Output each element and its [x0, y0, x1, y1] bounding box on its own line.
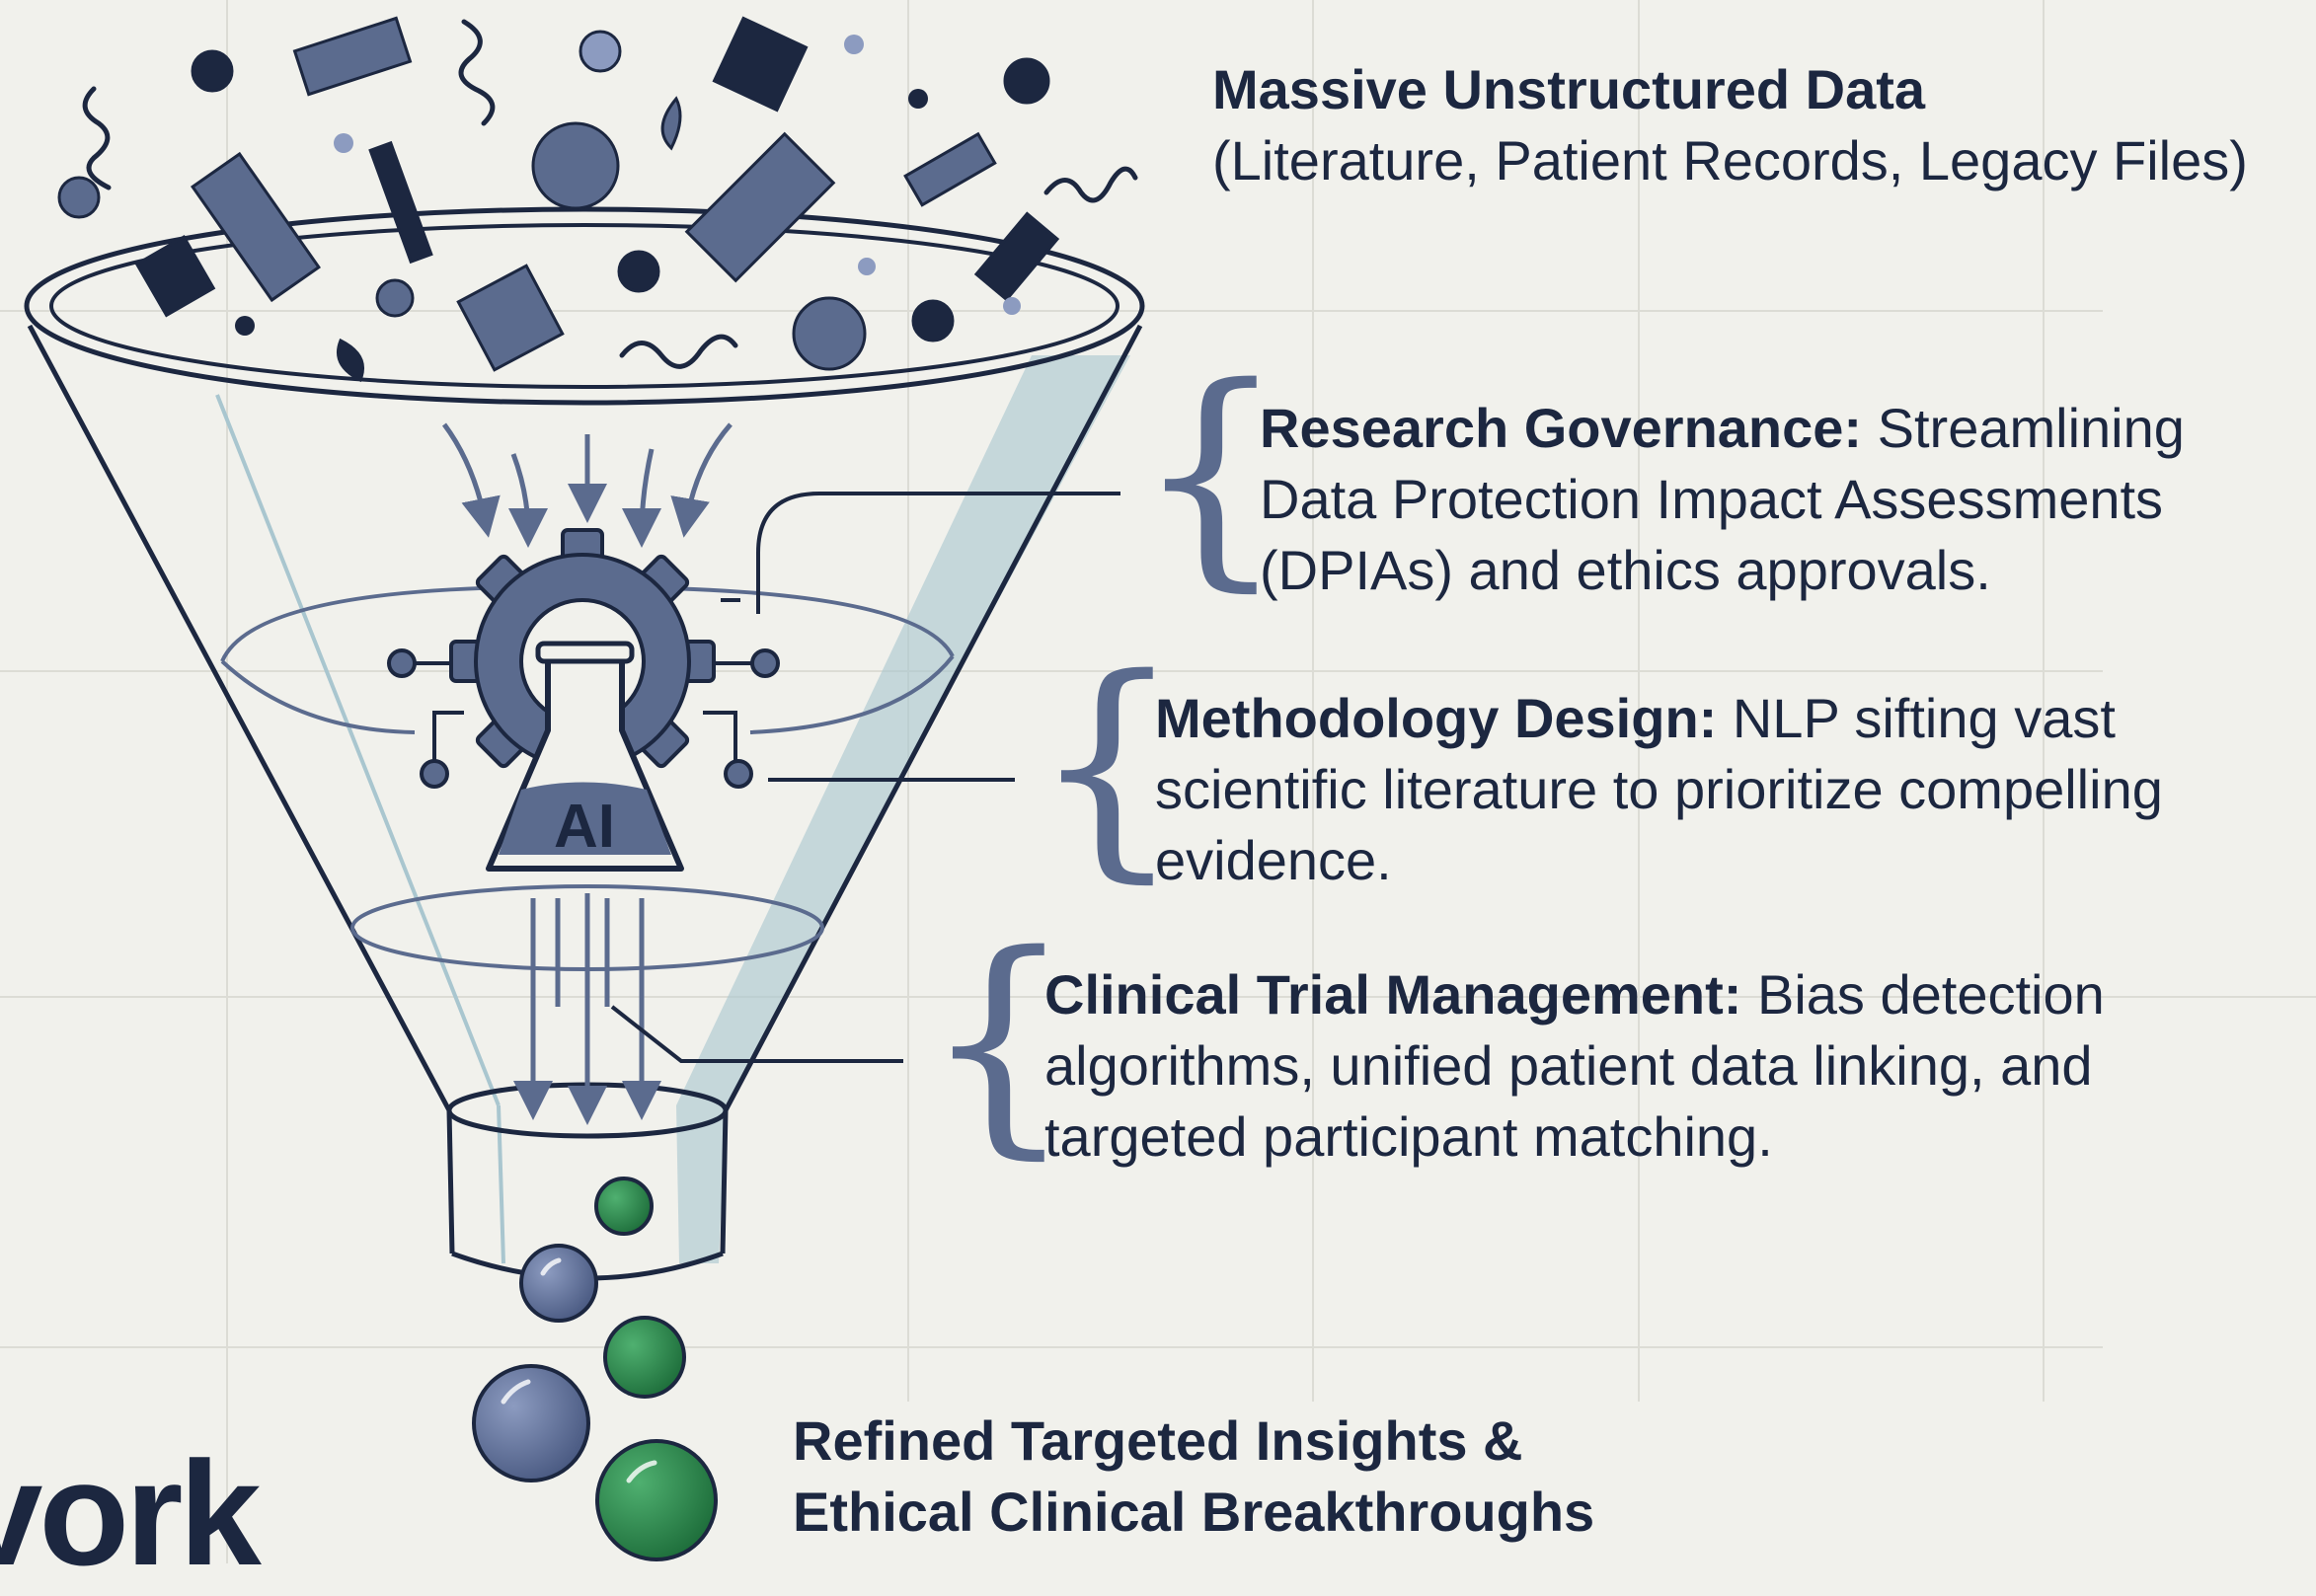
- circuit-node-icon: [387, 648, 780, 789]
- background-grid: [0, 0, 2316, 1563]
- flask-ai-label: AI: [554, 793, 615, 861]
- partial-title-fragment: vork: [0, 1430, 262, 1596]
- stage-heading: Methodology Design:: [1155, 687, 1718, 749]
- brace-icon: {: [923, 903, 1074, 1179]
- output-line-2: Ethical Clinical Breakthroughs: [793, 1481, 1595, 1543]
- stage-clinical-trial-management: Clinical Trial Management: Bias detectio…: [1044, 959, 2200, 1173]
- flask-icon: AI: [486, 641, 684, 872]
- brace-icon: {: [1135, 336, 1286, 612]
- funnel-glass-highlight: [676, 355, 1130, 1105]
- scattered-data-shapes: [57, 16, 1060, 383]
- data-sphere-icon: [472, 1177, 718, 1561]
- stage-description: Streamlining Data Protection Impact Asse…: [1260, 397, 2185, 601]
- stage-heading: Clinical Trial Management:: [1044, 963, 1742, 1026]
- stage-research-governance: Research Governance: Streamlining Data P…: [1260, 393, 2257, 606]
- output-line-1: Refined Targeted Insights &: [793, 1409, 1523, 1472]
- stage-methodology-design: Methodology Design: NLP sifting vast sci…: [1155, 683, 2261, 896]
- input-title: Massive Unstructured Data: [1212, 58, 1926, 120]
- funnel-icon: [24, 206, 1145, 1281]
- input-subtitle: (Literature, Patient Records, Legacy Fil…: [1212, 129, 2248, 191]
- stage-description: NLP sifting vast scientific literature t…: [1155, 687, 2163, 891]
- funnel-spout-highlight: [676, 1105, 726, 1263]
- stage-heading: Research Governance:: [1260, 397, 1863, 459]
- funnel-diagram: AI: [24, 16, 1145, 1561]
- brace-icon: {: [1032, 627, 1183, 903]
- stage-description: Bias detection algorithms, unified patie…: [1044, 963, 2105, 1168]
